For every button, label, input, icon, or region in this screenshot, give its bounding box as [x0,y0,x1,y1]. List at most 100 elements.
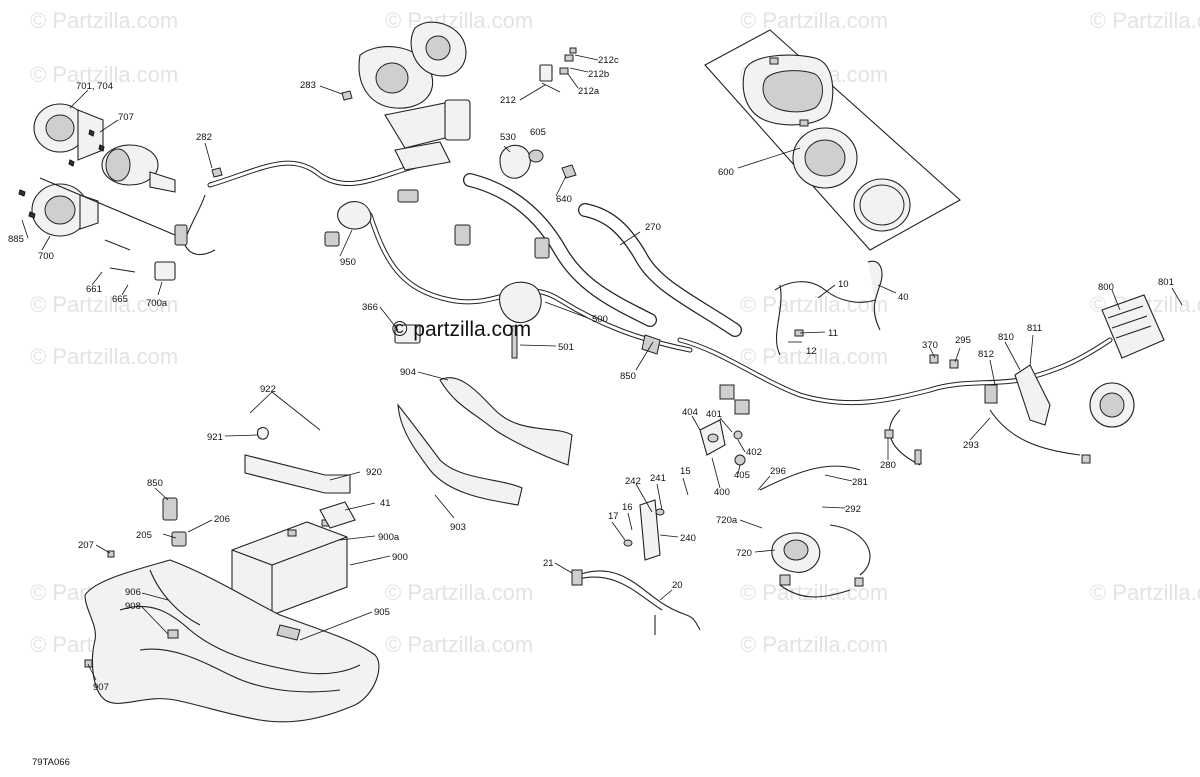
callout-661: 661 [86,284,102,295]
callout-707: 707 [118,112,134,123]
callout-11: 11 [828,328,838,339]
callout-402: 402 [746,447,762,458]
battery-tray [84,559,380,723]
figure-code: 79TA066 [32,757,70,768]
callout-292: 292 [845,504,861,515]
callout-800: 800 [1098,282,1114,293]
callout-850-mid: 850 [620,371,636,382]
callout-206: 206 [214,514,230,525]
right-components [1014,294,1165,464]
callout-241: 241 [650,473,666,484]
callout-16: 16 [622,502,633,513]
relay-components [394,260,998,465]
watermark: © Partzilla.com [30,62,178,87]
instrument-cluster [704,29,961,251]
callout-labels: 701, 704 707 885 700 661 665 700a 282 28… [8,55,1174,693]
main-harness [184,160,1113,598]
callout-700: 700 [38,251,54,262]
callout-205: 205 [136,530,152,541]
callout-295: 295 [955,335,971,346]
callout-40: 40 [898,292,909,303]
callout-900: 900 [392,552,408,563]
callout-920: 920 [366,467,382,478]
watermark: © Partzilla.com [385,632,533,657]
callout-885: 885 [8,234,24,245]
callout-242: 242 [625,476,641,487]
watermark: © Partzilla.com [30,344,178,369]
center-watermark: © partzilla.com [392,318,531,341]
callout-810: 810 [998,332,1014,343]
callout-12: 12 [806,346,817,357]
callout-950: 950 [340,257,356,268]
callout-405: 405 [734,470,750,481]
watermark: © Partzilla.com [30,8,178,33]
callout-600: 600 [718,167,734,178]
callout-15: 15 [680,466,691,477]
callout-605: 605 [530,127,546,138]
callout-10: 10 [838,279,849,290]
callout-212c: 212c [598,55,619,66]
callout-907: 907 [93,682,109,693]
callout-921: 921 [207,432,223,443]
watermark: © Partzilla.com [1090,8,1200,33]
callout-212a: 212a [578,86,600,97]
callout-530: 530 [500,132,516,143]
callout-906: 906 [125,587,141,598]
callout-17: 17 [608,511,619,522]
callout-280: 280 [880,460,896,471]
callout-665: 665 [112,294,128,305]
callout-640: 640 [556,194,572,205]
callout-922: 922 [260,384,276,395]
callout-811: 811 [1027,323,1042,334]
callout-401: 401 [706,409,722,420]
watermark-layer: © Partzilla.com © Partzilla.com © Partzi… [30,8,1200,657]
callout-240: 240 [680,533,696,544]
callout-293: 293 [963,440,979,451]
callout-812: 812 [978,349,994,360]
callout-904: 904 [400,367,416,378]
callout-366: 366 [362,302,378,313]
actuator-assembly [18,103,188,281]
callout-207: 207 [78,540,94,551]
watermark: © Partzilla.com [1090,580,1200,605]
callout-270: 270 [645,222,661,233]
watermark: © Partzilla.com [30,292,178,317]
callout-20: 20 [672,580,683,591]
callout-404: 404 [682,407,698,418]
callout-908: 908 [125,601,141,612]
bracket-components [571,419,864,635]
callout-701-704: 701, 704 [76,81,113,92]
battery-area [107,426,356,616]
watermark: © Partzilla.com [740,344,888,369]
heat-shields [397,377,573,506]
watermark: © Partzilla.com [740,8,888,33]
leader-lines [21,54,1183,681]
watermark: © Partzilla.com [740,292,888,317]
callout-850-left: 850 [147,478,163,489]
callout-21: 21 [543,558,554,569]
callout-900a: 900a [378,532,400,543]
watermark: © Partzilla.com [385,8,533,33]
callout-903: 903 [450,522,466,533]
callout-720a: 720a [716,515,738,526]
callout-282: 282 [196,132,212,143]
top-center-components [211,21,577,259]
callout-212b: 212b [588,69,609,80]
callout-501: 501 [558,342,574,353]
callout-296: 296 [770,466,786,477]
callout-283: 283 [300,80,316,91]
callout-905: 905 [374,607,390,618]
callout-500: 500 [592,314,608,325]
watermark: © Partzilla.com [385,580,533,605]
callout-41: 41 [380,498,391,509]
callout-720: 720 [736,548,752,559]
callout-700a: 700a [146,298,168,309]
callout-212: 212 [500,95,516,106]
callout-370: 370 [922,340,938,351]
watermark: © Partzilla.com [740,632,888,657]
callout-801: 801 [1158,277,1174,288]
partzilla-watermark: © partzilla.com [392,318,531,341]
callout-400: 400 [714,487,730,498]
watermark: © Partzilla.com [740,580,888,605]
